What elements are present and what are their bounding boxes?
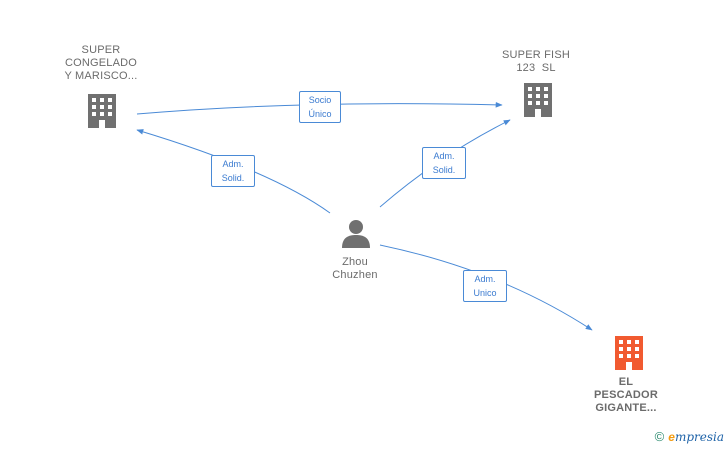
label-line: Zhou [342, 256, 368, 268]
edge-label-line: Adm. [222, 159, 244, 169]
edge-label-line: Solid. [432, 165, 456, 175]
label-line: GIGANTE... [595, 402, 657, 414]
edge-label-adm-unico: Adm. Unico [463, 270, 507, 302]
label-line: EL [618, 376, 634, 388]
brand-initial: e [668, 429, 675, 444]
node-label-el-pescador[interactable]: EL PESCADOR GIGANTE... [578, 376, 674, 415]
building-icon[interactable] [613, 336, 645, 370]
edge-label-adm-solid-right: Adm. Solid. [422, 147, 466, 179]
node-label-super-congelado[interactable]: SUPER CONGELADO Y MARISCO... [50, 44, 152, 83]
copyright-icon: © [654, 429, 665, 444]
node-label-super-fish[interactable]: SUPER FISH 123 SL [488, 49, 584, 75]
label-line: 123 SL [516, 62, 556, 74]
edge-label-line: Solid. [221, 173, 245, 183]
label-line: CONGELADO [64, 57, 138, 69]
edge-label-line: Adm. [433, 151, 455, 161]
edge-label-line: Unico [473, 288, 497, 298]
building-icon[interactable] [86, 94, 118, 128]
edge-label-adm-solid-left: Adm. Solid. [211, 155, 255, 187]
edge-label-line: Adm. [474, 274, 496, 284]
label-line: SUPER [81, 44, 121, 56]
label-line: SUPER FISH [501, 49, 570, 61]
node-label-zhou-chuzhen[interactable]: Zhou Chuzhen [310, 256, 400, 282]
footer-brand: © e mpresia [655, 429, 724, 444]
person-icon[interactable] [341, 218, 371, 248]
label-line: PESCADOR [594, 389, 658, 401]
brand-name: mpresia [674, 429, 724, 444]
building-icon[interactable] [522, 83, 554, 117]
edge-label-socio-unico: Socio Único [299, 91, 341, 123]
edge-label-line: Único [308, 109, 332, 119]
edge-label-line: Socio [308, 95, 332, 105]
label-line: Chuzhen [332, 269, 378, 281]
label-line: Y MARISCO... [64, 70, 138, 82]
